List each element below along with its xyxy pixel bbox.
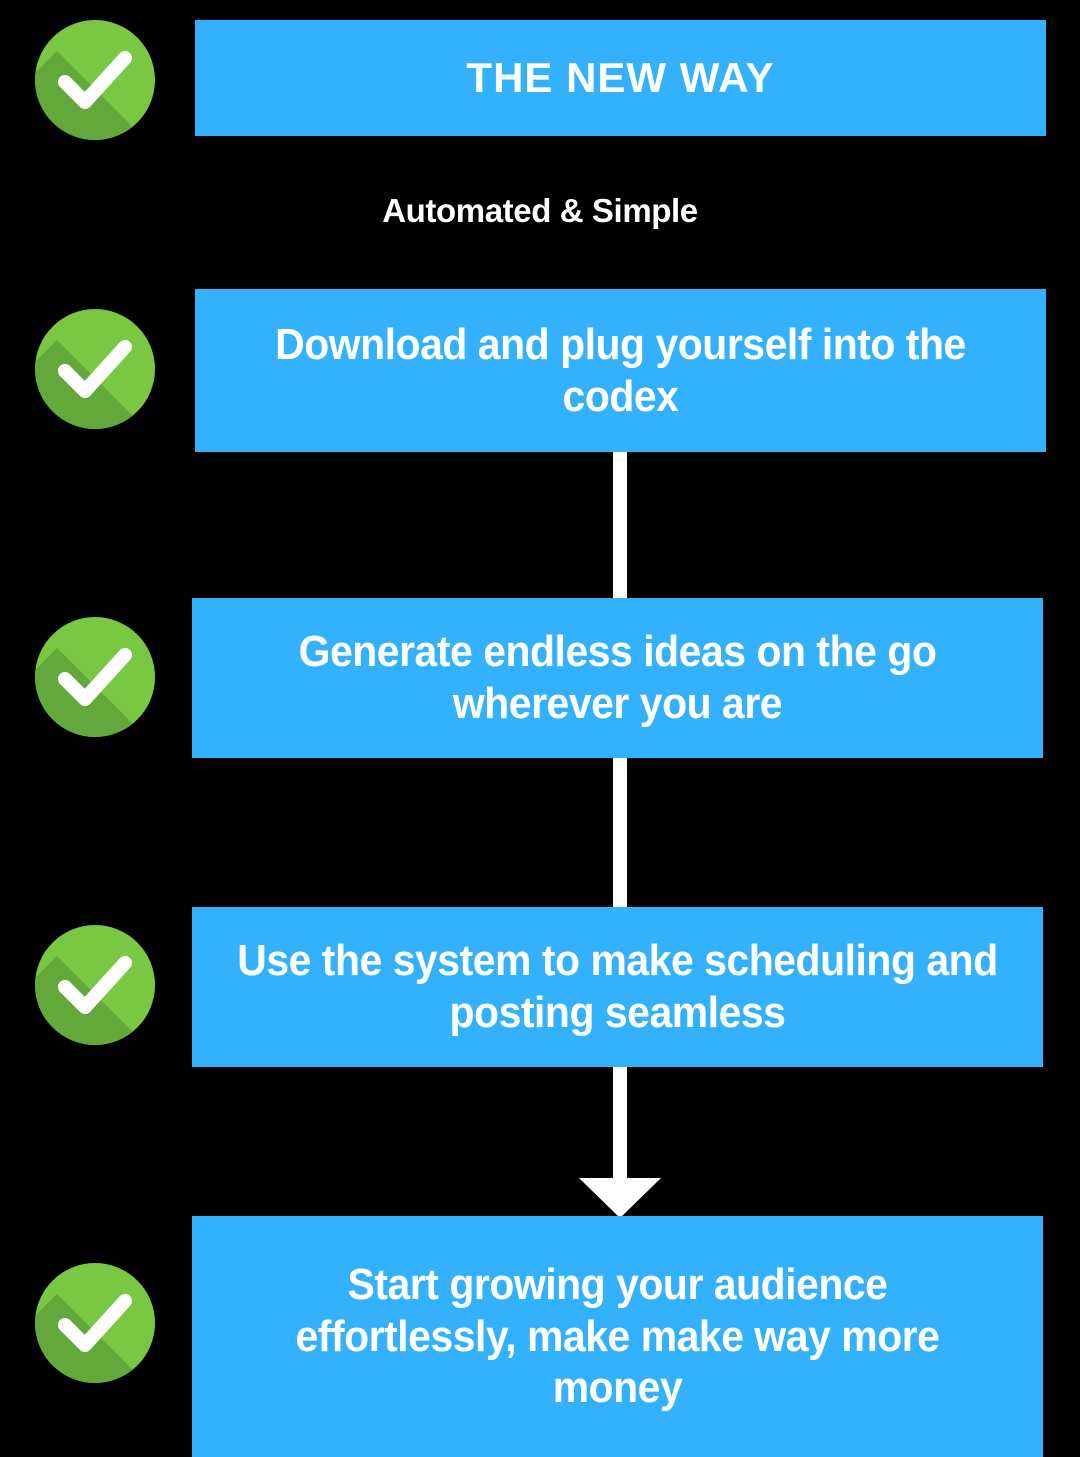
check-circle-background — [35, 925, 155, 1045]
check-circle-icon — [35, 925, 155, 1045]
step-box-3: Use the system to make scheduling and po… — [192, 907, 1043, 1067]
check-circle-background — [35, 1263, 155, 1383]
step-box-2: Generate endless ideas on the go whereve… — [192, 598, 1043, 758]
check-circle-background — [35, 309, 155, 429]
step-text-3: Use the system to make scheduling and po… — [237, 936, 998, 1037]
arrow-head — [579, 1178, 661, 1218]
header-subtitle: Automated & Simple — [382, 192, 698, 229]
down-arrow-icon — [579, 1067, 661, 1218]
step-text-1: Download and plug yourself into the code… — [275, 319, 966, 421]
header-title-box: THE NEW WAY — [195, 20, 1046, 136]
check-mark-glyph — [58, 648, 132, 706]
page-title: THE NEW WAY — [466, 54, 775, 102]
step-text-4: Start growing your audience effortlessly… — [295, 1259, 940, 1413]
check-circle-icon — [35, 309, 155, 429]
connector-line-1 — [613, 452, 627, 599]
check-circle-icon — [35, 20, 155, 140]
check-mark-glyph — [58, 1294, 132, 1352]
check-circle-background — [35, 617, 155, 737]
check-mark-glyph — [58, 340, 132, 398]
step-text-2: Generate endless ideas on the go whereve… — [298, 627, 937, 728]
connector-line-2 — [613, 758, 627, 910]
step-box-4: Start growing your audience effortlessly… — [192, 1216, 1043, 1457]
check-circle-background — [35, 20, 155, 140]
check-mark-glyph — [58, 956, 132, 1014]
check-circle-icon — [35, 617, 155, 737]
step-box-1: Download and plug yourself into the code… — [195, 289, 1046, 452]
check-mark-glyph — [58, 51, 132, 109]
check-circle-icon — [35, 1263, 155, 1383]
